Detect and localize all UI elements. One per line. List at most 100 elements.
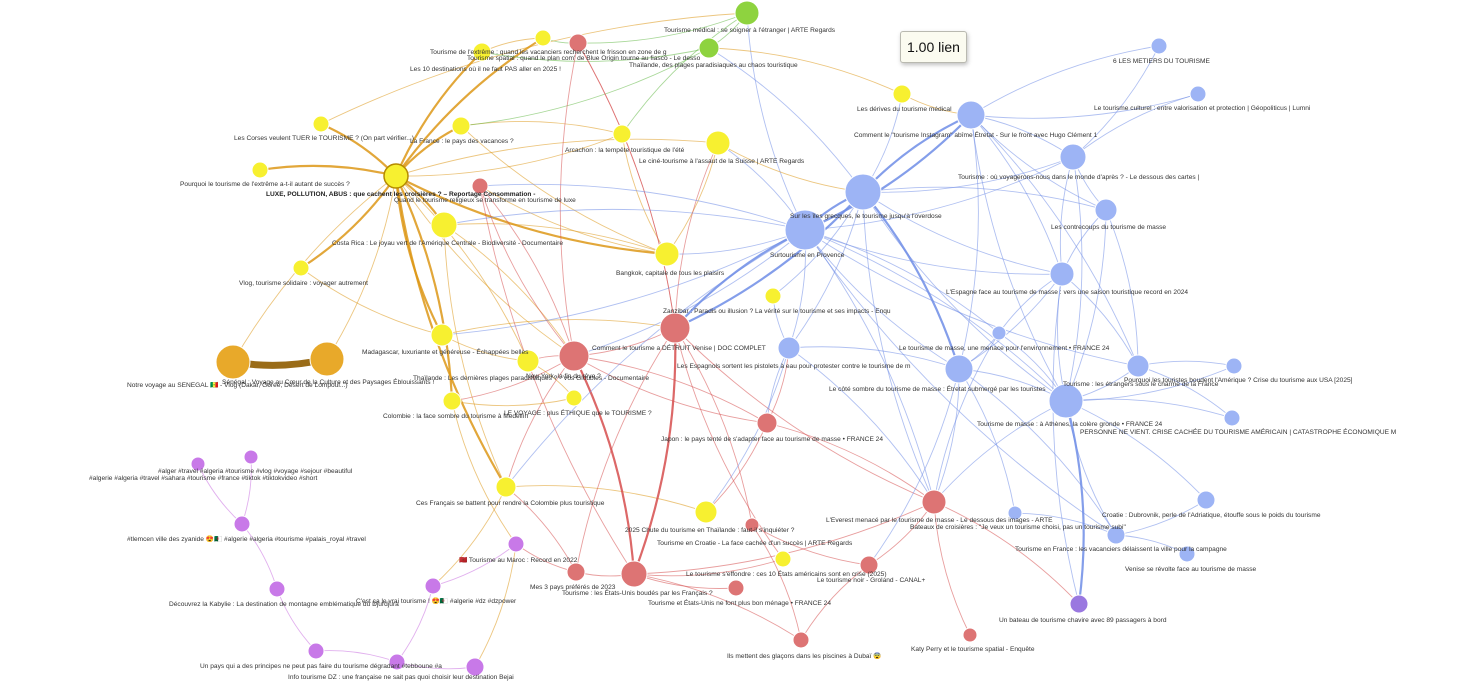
graph-edge[interactable] [800, 564, 870, 641]
graph-node-y14[interactable] [516, 349, 540, 373]
graph-edge[interactable] [958, 368, 1016, 514]
graph-node-r9[interactable] [859, 555, 879, 575]
graph-node-y1[interactable] [472, 42, 492, 62]
graph-node-y18[interactable] [495, 476, 517, 498]
graph-edge[interactable] [300, 267, 443, 336]
graph-edge[interactable] [1137, 365, 1233, 419]
graph-node-r13[interactable] [568, 33, 588, 53]
graph-edge[interactable] [300, 175, 397, 269]
graph-node-p8[interactable] [465, 657, 485, 677]
graph-node-r7[interactable] [566, 562, 586, 582]
graph-node-r10[interactable] [792, 631, 810, 649]
graph-node-y20[interactable] [774, 550, 792, 568]
graph-node-p4[interactable] [268, 580, 286, 598]
graph-edge[interactable] [505, 355, 575, 488]
graph-edge[interactable] [933, 368, 960, 503]
graph-edge[interactable] [674, 327, 753, 526]
graph-edge[interactable] [868, 368, 960, 566]
graph-edge[interactable] [1064, 400, 1085, 605]
graph-edge[interactable] [474, 543, 517, 668]
graph-edge[interactable] [481, 47, 710, 62]
graph-node-p9[interactable] [388, 653, 406, 671]
graph-edge[interactable] [970, 114, 1063, 275]
graph-edge[interactable] [451, 397, 575, 407]
graph-node-p6[interactable] [424, 577, 442, 595]
graph-edge[interactable] [862, 113, 972, 193]
graph-edge[interactable] [395, 175, 454, 402]
graph-node-b13[interactable] [1048, 383, 1084, 419]
graph-node-b12[interactable] [944, 354, 974, 384]
graph-edge[interactable] [1014, 512, 1117, 536]
graph-edge[interactable] [766, 422, 935, 503]
graph-node-r6[interactable] [620, 560, 648, 588]
graph-edge[interactable] [621, 133, 668, 255]
graph-node-r12[interactable] [471, 177, 489, 195]
graph-node-b19[interactable] [1178, 545, 1196, 563]
graph-edge[interactable] [708, 47, 903, 95]
graph-node-r8[interactable] [727, 579, 745, 597]
graph-edge[interactable] [479, 185, 575, 357]
graph-edge[interactable] [970, 114, 1067, 402]
graph-edge[interactable] [998, 273, 1063, 334]
graph-edge[interactable] [395, 37, 544, 177]
graph-node-y12[interactable] [292, 259, 310, 277]
graph-edge[interactable] [862, 186, 1107, 211]
graph-edge[interactable] [705, 422, 768, 513]
graph-edge[interactable] [395, 175, 529, 362]
graph-edge[interactable] [804, 229, 1067, 402]
graph-node-r1[interactable] [558, 340, 590, 372]
graph-node-y6[interactable] [383, 163, 409, 189]
graph-edge[interactable] [862, 191, 1067, 402]
graph-edge[interactable] [804, 229, 1139, 367]
graph-edge[interactable] [443, 224, 507, 488]
graph-edge[interactable] [862, 156, 1074, 193]
graph-node-b14[interactable] [1126, 354, 1150, 378]
graph-edge[interactable] [970, 93, 1199, 119]
graph-edge[interactable] [633, 573, 802, 641]
graph-edge[interactable] [573, 355, 768, 424]
graph-edge[interactable] [1137, 360, 1235, 367]
graph-edge[interactable] [717, 142, 864, 193]
graph-node-r3[interactable] [756, 412, 778, 434]
graph-edge[interactable] [804, 114, 972, 232]
graph-edge[interactable] [505, 229, 806, 488]
graph-node-b11[interactable] [777, 336, 801, 360]
graph-node-p7[interactable] [307, 642, 325, 660]
graph-node-y9[interactable] [892, 84, 912, 104]
graph-edge[interactable] [933, 332, 1000, 503]
graph-edge[interactable] [1105, 209, 1139, 367]
graph-edge[interactable] [443, 208, 806, 231]
graph-node-r4[interactable] [921, 489, 947, 515]
graph-edge[interactable] [451, 400, 517, 545]
graph-edge[interactable] [396, 585, 434, 663]
graph-edge[interactable] [705, 347, 790, 513]
graph-edge[interactable] [633, 558, 784, 577]
graph-node-b5[interactable] [844, 173, 882, 211]
graph-edge[interactable] [970, 114, 1139, 367]
graph-edge[interactable] [804, 229, 1000, 334]
graph-edge[interactable] [1065, 156, 1083, 402]
graph-edge[interactable] [632, 327, 677, 575]
graph-edge[interactable] [788, 191, 864, 349]
graph-edge[interactable] [751, 524, 870, 566]
graph-node-y3[interactable] [312, 115, 330, 133]
graph-edge[interactable] [933, 501, 971, 636]
graph-node-y19[interactable] [694, 500, 718, 524]
graph-edge[interactable] [868, 501, 935, 566]
graph-edge[interactable] [1065, 398, 1233, 419]
graph-edge[interactable] [395, 133, 623, 177]
graph-edge[interactable] [573, 355, 768, 424]
graph-edge[interactable] [751, 524, 802, 641]
graph-node-y16[interactable] [442, 391, 462, 411]
graph-node-y7[interactable] [612, 124, 632, 144]
graph-node-o2[interactable] [309, 341, 345, 377]
graph-edge[interactable] [443, 223, 668, 255]
graph-node-g1[interactable] [734, 0, 760, 26]
graph-edge[interactable] [441, 229, 806, 336]
graph-node-y5[interactable] [251, 161, 269, 179]
graph-node-o1[interactable] [215, 344, 251, 380]
graph-node-y4[interactable] [451, 116, 471, 136]
graph-edge[interactable] [460, 125, 668, 255]
graph-node-p2[interactable] [190, 456, 206, 472]
graph-node-y13[interactable] [430, 323, 454, 347]
